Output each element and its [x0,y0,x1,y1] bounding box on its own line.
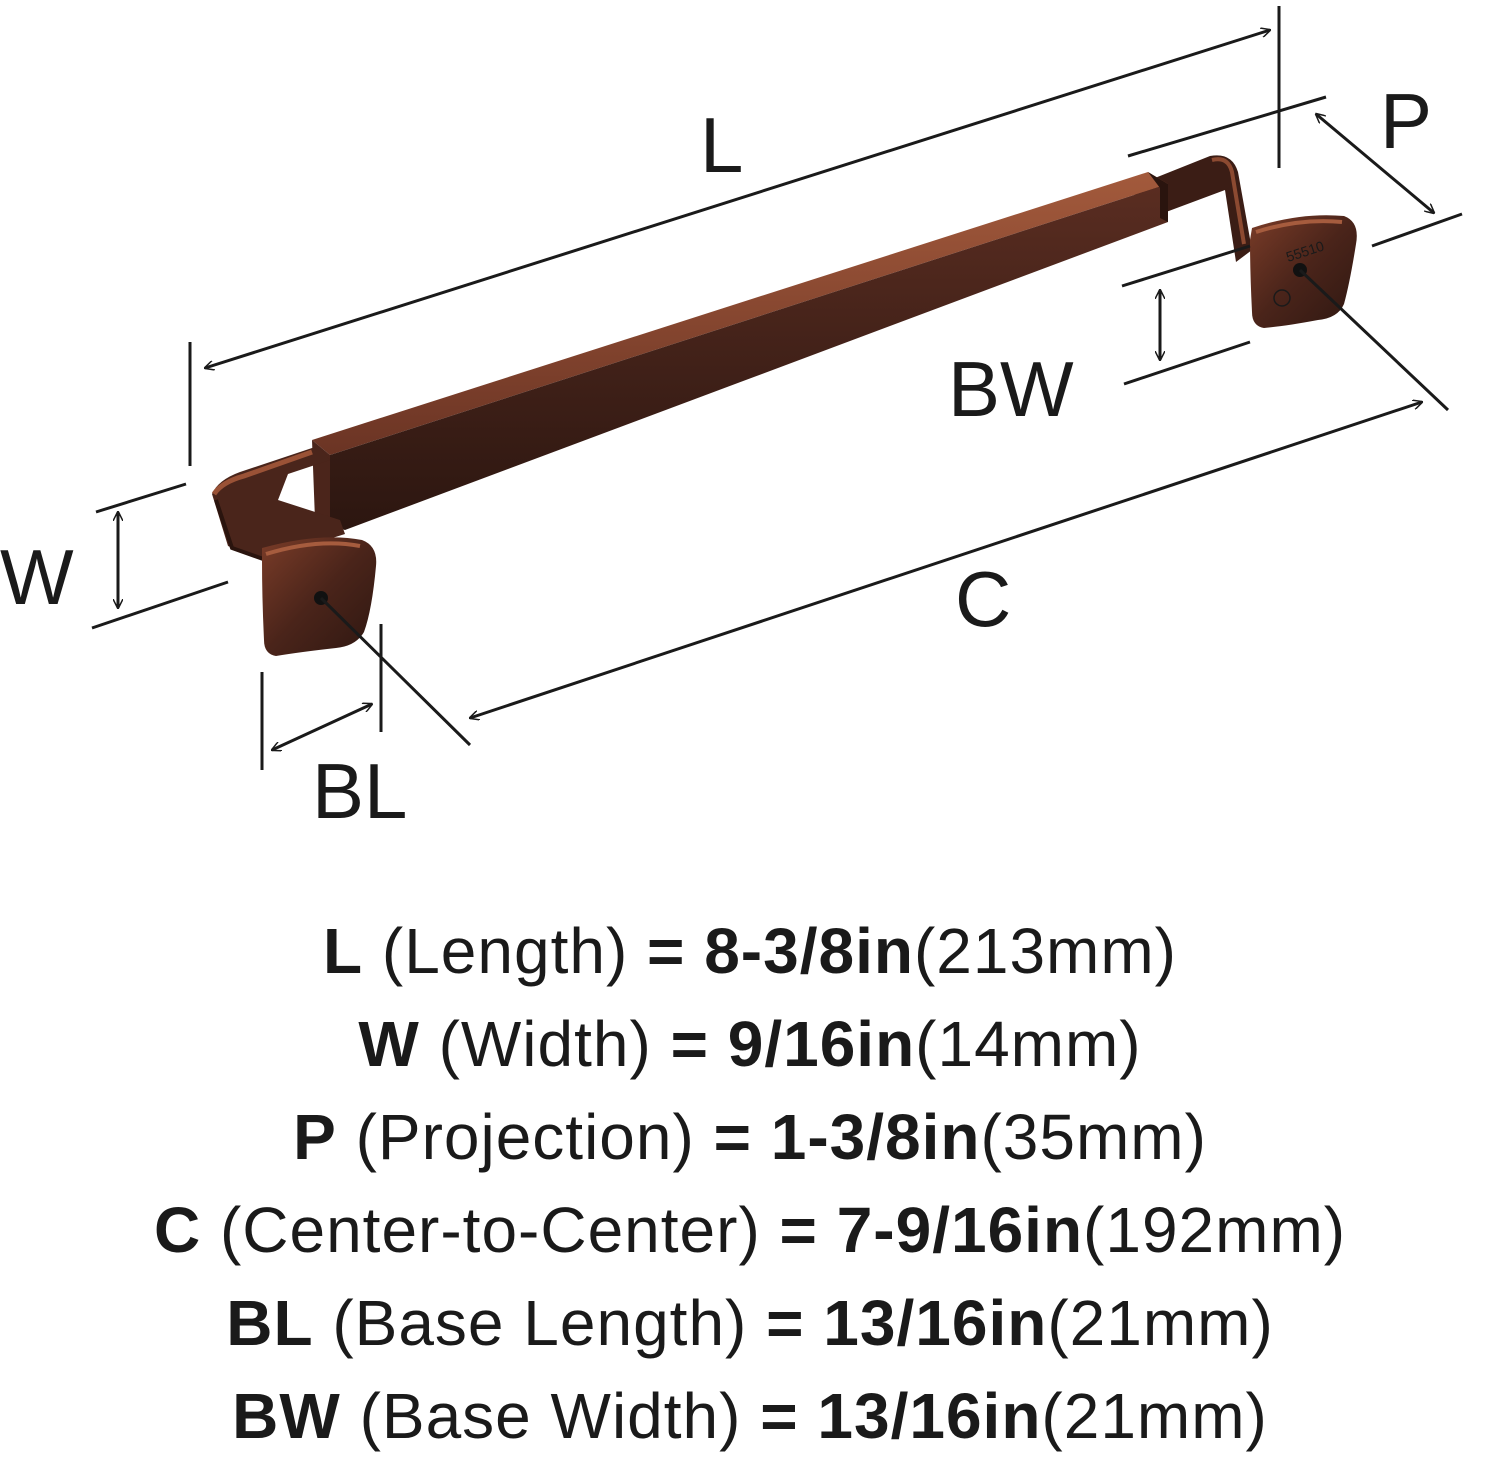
spec-code: L [323,915,364,987]
spec-code: BL [226,1287,314,1359]
spec-name: (Center-to-Center) [219,1194,761,1266]
spec-metric: (14mm) [915,1008,1142,1080]
length-dimension: L [188,6,1281,466]
spec-row-width: W (Width) = 9/16in(14mm) [0,998,1500,1091]
spec-name: (Length) [381,915,629,987]
spec-metric: (213mm) [913,915,1177,987]
cabinet-pull-handle: 55510 [211,155,1357,656]
spec-code: BW [232,1380,341,1452]
spec-equals: = [647,915,686,987]
spec-metric: (21mm) [1047,1287,1274,1359]
spec-code: W [358,1008,420,1080]
projection-dimension: P [1127,77,1463,248]
spec-code: P [293,1101,337,1173]
spec-imperial: 7-9/16in [836,1194,1084,1266]
spec-metric: (35mm) [980,1101,1207,1173]
spec-metric: (192mm) [1083,1194,1347,1266]
spec-row-base-length: BL (Base Length) = 13/16in(21mm) [0,1277,1500,1370]
center-label: C [955,555,1011,643]
spec-equals: = [713,1101,752,1173]
spec-code: C [153,1194,202,1266]
spec-imperial: 13/16in [817,1380,1042,1452]
spec-row-projection: P (Projection) = 1-3/8in(35mm) [0,1091,1500,1184]
logo-icon [1273,289,1291,307]
spec-name: (Width) [438,1008,652,1080]
base-length-dimension: BL [260,624,407,835]
spec-row-center: C (Center-to-Center) = 7-9/16in(192mm) [0,1184,1500,1277]
width-dimension: W [0,482,229,630]
projection-label: P [1380,77,1432,165]
base-width-label: BW [948,345,1074,433]
spec-imperial: 1-3/8in [770,1101,981,1173]
width-label: W [0,533,74,621]
spec-imperial: 8-3/8in [704,915,914,987]
specification-list: L (Length) = 8-3/8in(213mm) W (Width) = … [0,905,1500,1463]
spec-imperial: 13/16in [823,1287,1048,1359]
spec-equals: = [766,1287,805,1359]
spec-row-base-width: BW (Base Width) = 13/16in(21mm) [0,1370,1500,1463]
spec-imperial: 9/16in [727,1008,916,1080]
spec-metric: (21mm) [1041,1380,1268,1452]
center-dimension: C [319,268,1450,747]
spec-equals: = [670,1008,709,1080]
dimension-diagram: 55510 L P BW W C [0,6,1463,835]
spec-name: (Base Length) [332,1287,748,1359]
spec-name: (Base Width) [359,1380,742,1452]
length-label: L [700,101,743,189]
spec-equals: = [779,1194,818,1266]
spec-equals: = [760,1380,799,1452]
spec-row-length: L (Length) = 8-3/8in(213mm) [0,905,1500,998]
base-length-label: BL [312,747,407,835]
spec-name: (Projection) [355,1101,695,1173]
